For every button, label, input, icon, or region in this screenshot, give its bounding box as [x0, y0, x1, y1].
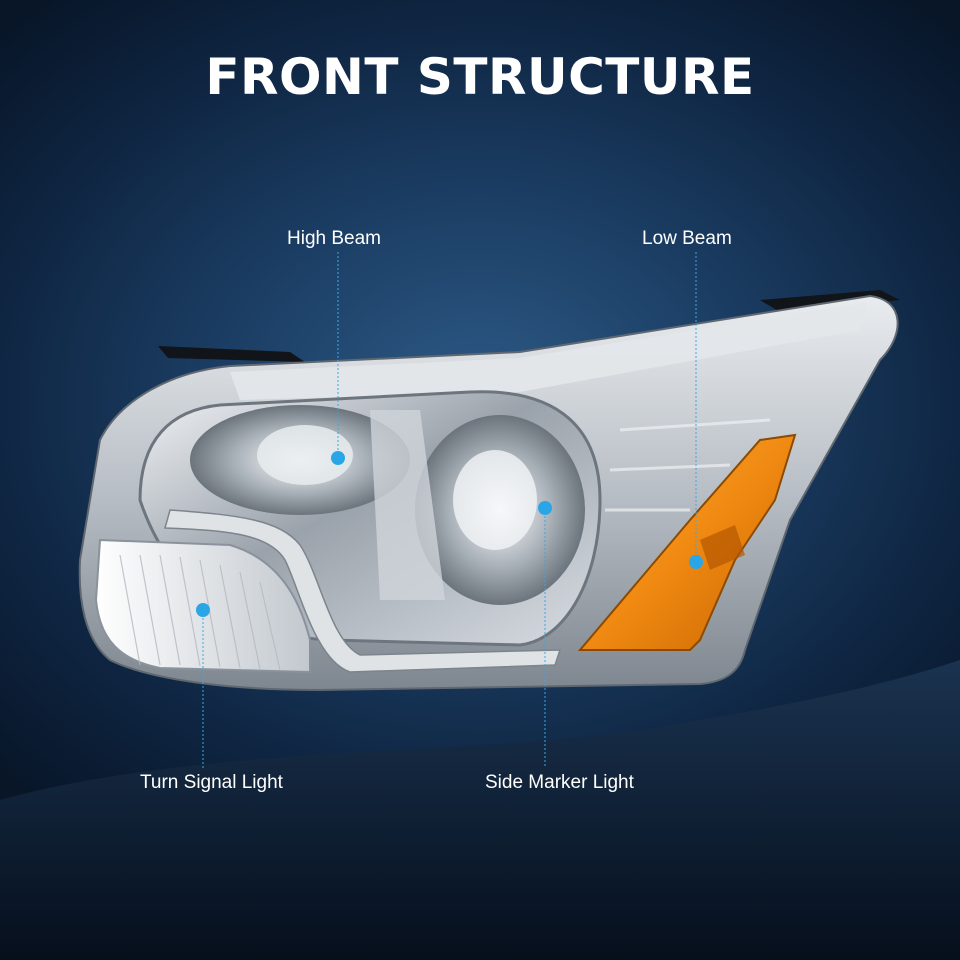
side-marker-lens — [577, 433, 797, 651]
side-marker-marker-dot — [538, 501, 552, 515]
turn-signal-label: Turn Signal Light — [140, 772, 283, 793]
low-beam-label: Low Beam — [642, 228, 732, 249]
side-marker-label: Side Marker Light — [485, 772, 634, 793]
page-title: FRONT STRUCTURE — [205, 48, 755, 106]
rocky-ground — [0, 660, 960, 960]
high-beam-marker-dot — [331, 451, 345, 465]
high-beam-label: High Beam — [287, 228, 381, 249]
turn-signal-marker-dot — [196, 603, 210, 617]
low-beam-marker-dot — [689, 555, 703, 569]
